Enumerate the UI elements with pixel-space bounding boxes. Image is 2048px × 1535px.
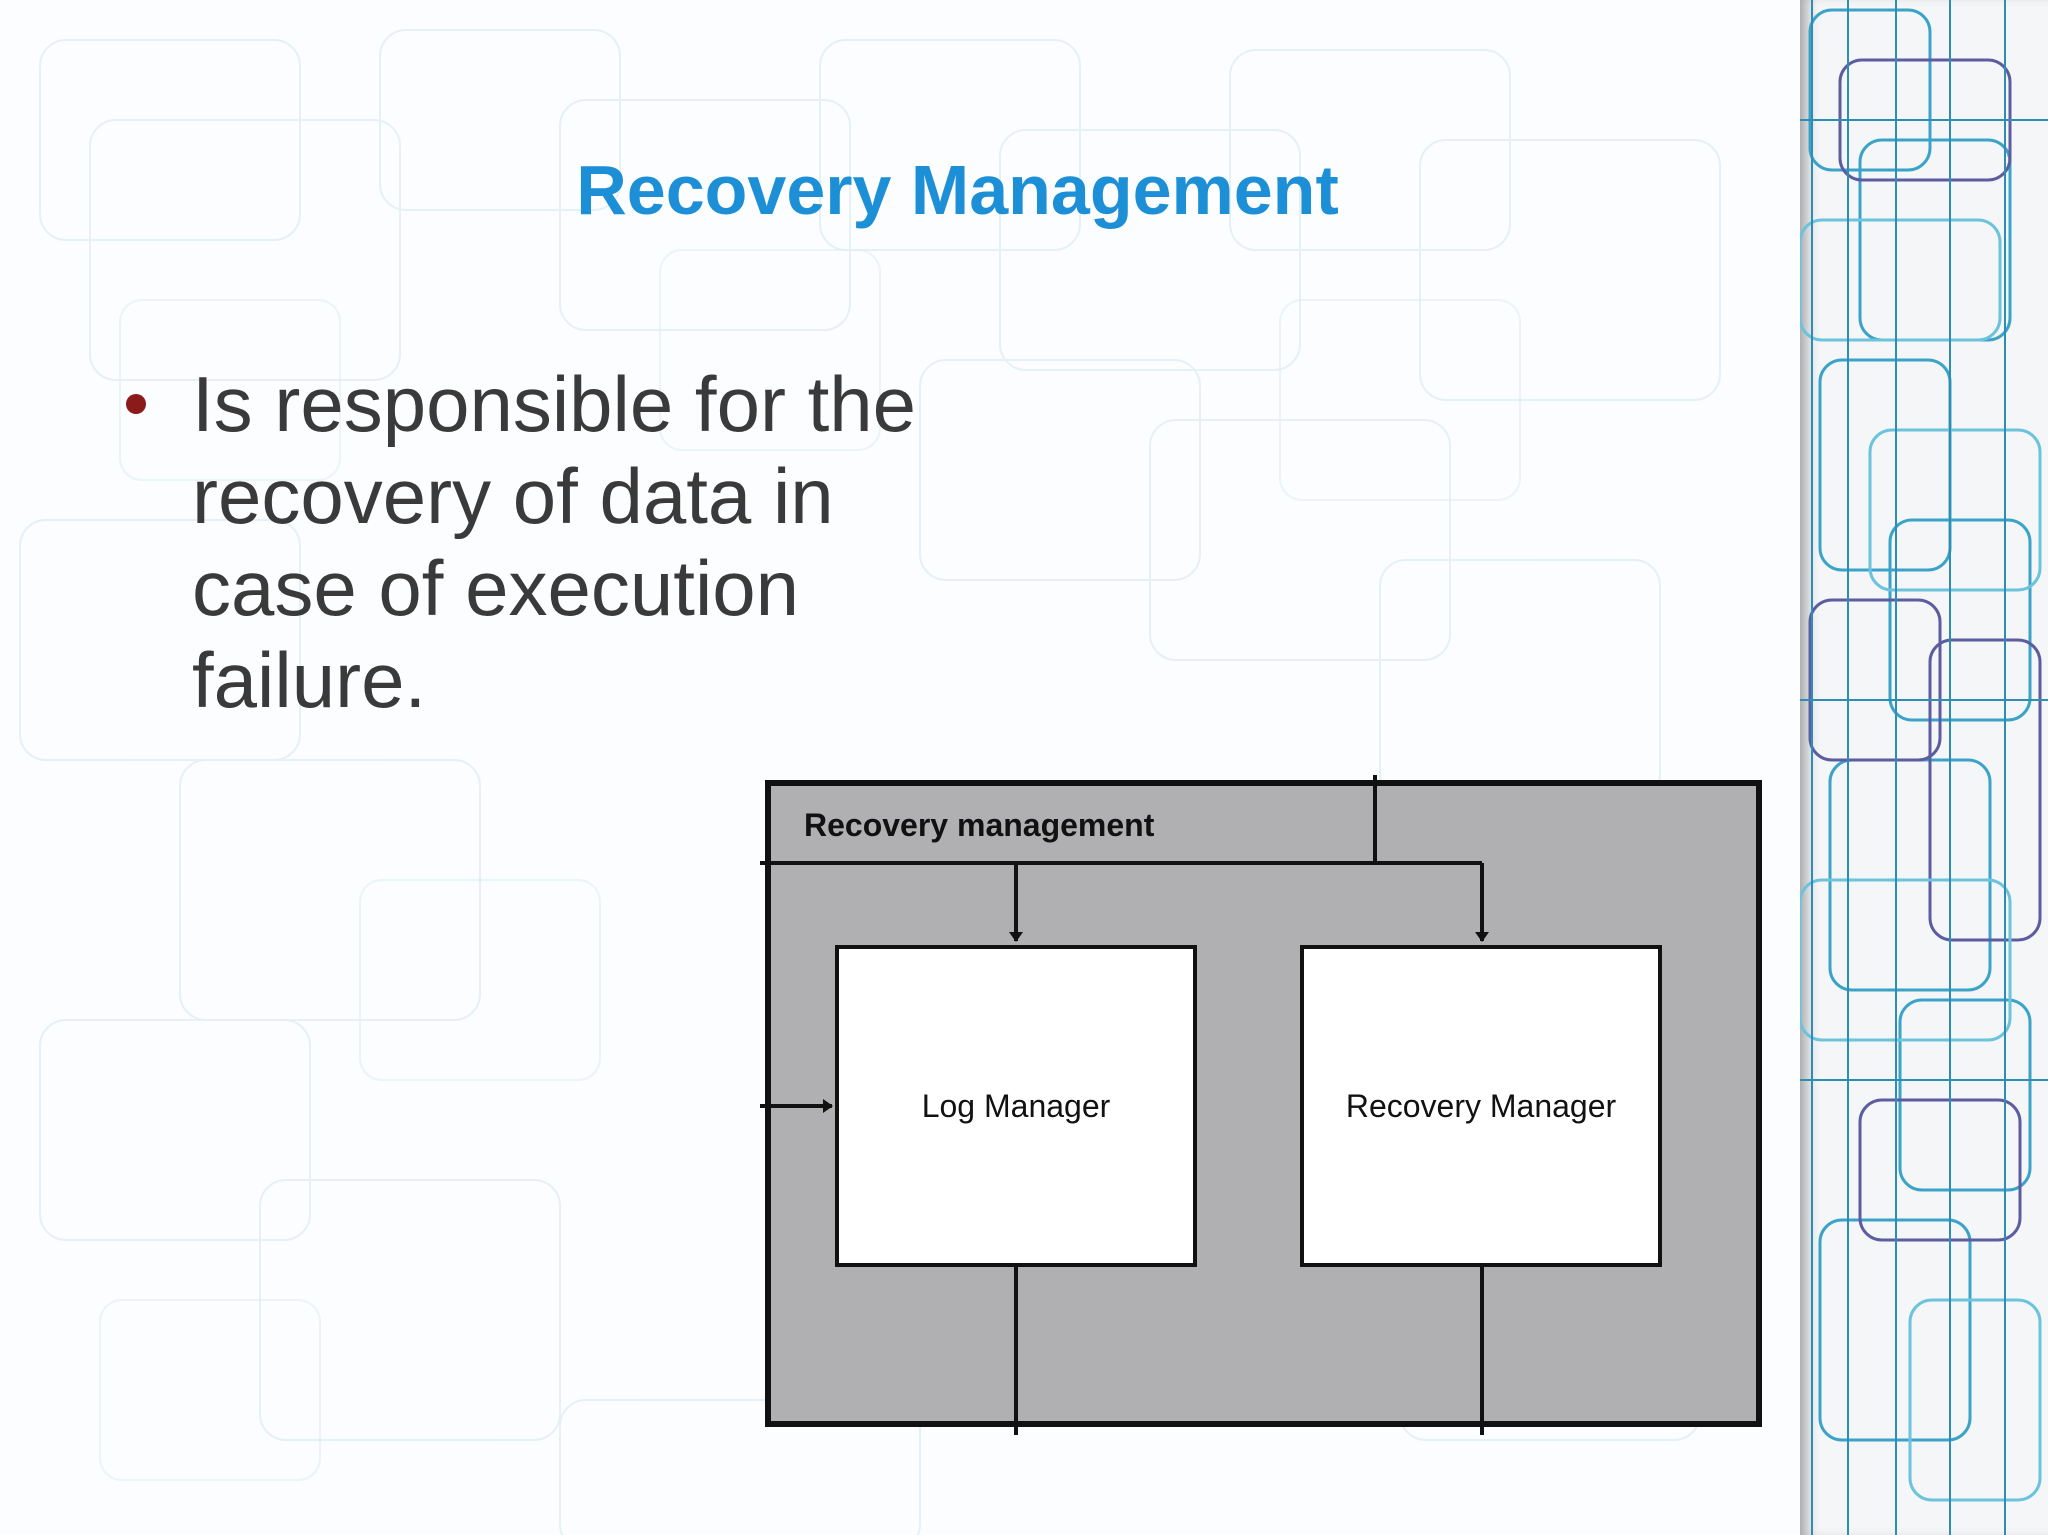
decorative-line-pattern xyxy=(1800,0,2048,1535)
bullet-item: Is responsible for the recovery of data … xyxy=(120,358,920,726)
bullet-dot-icon xyxy=(126,394,146,414)
recovery-manager-label: Recovery Manager xyxy=(1345,1087,1617,1124)
bullet-text: Is responsible for the recovery of data … xyxy=(192,360,917,724)
diagram-container-label: Recovery management xyxy=(804,807,1155,843)
bullet-list: Is responsible for the recovery of data … xyxy=(120,358,920,726)
diagram-connectors xyxy=(760,775,1489,1435)
recovery-manager-box: Recovery Manager xyxy=(1300,945,1662,1267)
slide-title: Recovery Management xyxy=(576,151,1339,229)
log-manager-label: Log Manager xyxy=(921,1087,1111,1124)
log-manager-box: Log Manager xyxy=(835,945,1197,1267)
recovery-management-diagram: Recovery management Log Manager Recovery… xyxy=(760,775,1770,1435)
background-texture xyxy=(19,29,1751,1535)
